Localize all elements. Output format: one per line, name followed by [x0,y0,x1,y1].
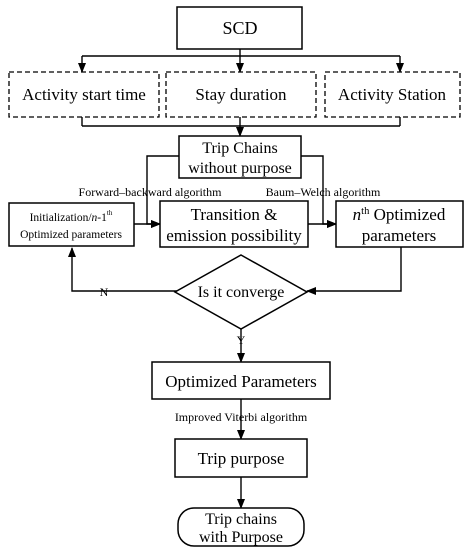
node-final-line2: with Purpose [199,529,283,546]
node-stay-duration-label: Stay duration [195,85,287,104]
node-activity-station-label: Activity Station [338,85,447,104]
node-optimized-parameters-label: Optimized Parameters [165,372,317,391]
node-is-converge-label: Is it converge [198,284,285,301]
node-trip-chains-line2: without purpose [188,160,292,177]
node-activity-start-time-label: Activity start time [22,85,146,104]
node-transition-line2: emission possibility [166,226,302,245]
node-trip-chains-line1: Trip Chains [202,140,277,157]
node-activity-station: Activity Station [324,71,461,118]
node-transition-line1: Transition & [191,205,278,224]
node-trip-purpose-label: Trip purpose [198,449,285,468]
label-baum-welch: Baum–Welch algorithm [266,185,381,199]
node-nth-optimized: nth Optimized parameters [335,200,464,248]
arrow-converge-no-to-init [68,247,178,292]
node-init-line2: Optimized parameters [20,229,122,241]
label-no: N [100,285,109,299]
node-final-line1: Trip chains [205,511,277,528]
label-improved-viterbi: Improved Viterbi algorithm [175,410,308,424]
node-optimized-parameters: Optimized Parameters [151,361,331,400]
node-scd: SCD [176,6,303,50]
node-nth-line2: parameters [362,226,437,245]
node-init-params: Initialization/n-1th Optimized parameter… [8,202,135,247]
node-activity-start-time: Activity start time [8,71,160,118]
node-trip-chains-with-purpose: Trip chains with Purpose [177,507,305,547]
arrow-nth-to-converge [306,247,402,295]
node-init-line1: Initialization/n-1th [30,209,113,224]
node-is-converge: Is it converge [173,254,309,330]
label-yes: Y [237,333,246,347]
node-stay-duration: Stay duration [165,71,317,118]
node-scd-label: SCD [222,18,257,38]
node-trip-chains-no-purpose: Trip Chains without purpose [178,135,302,179]
node-trip-purpose: Trip purpose [174,438,308,478]
node-nth-line1: nth Optimized [353,205,446,224]
node-transition-emission: Transition & emission possibility [159,200,309,248]
label-forward-backward: Forward–backward algorithm [79,185,223,199]
